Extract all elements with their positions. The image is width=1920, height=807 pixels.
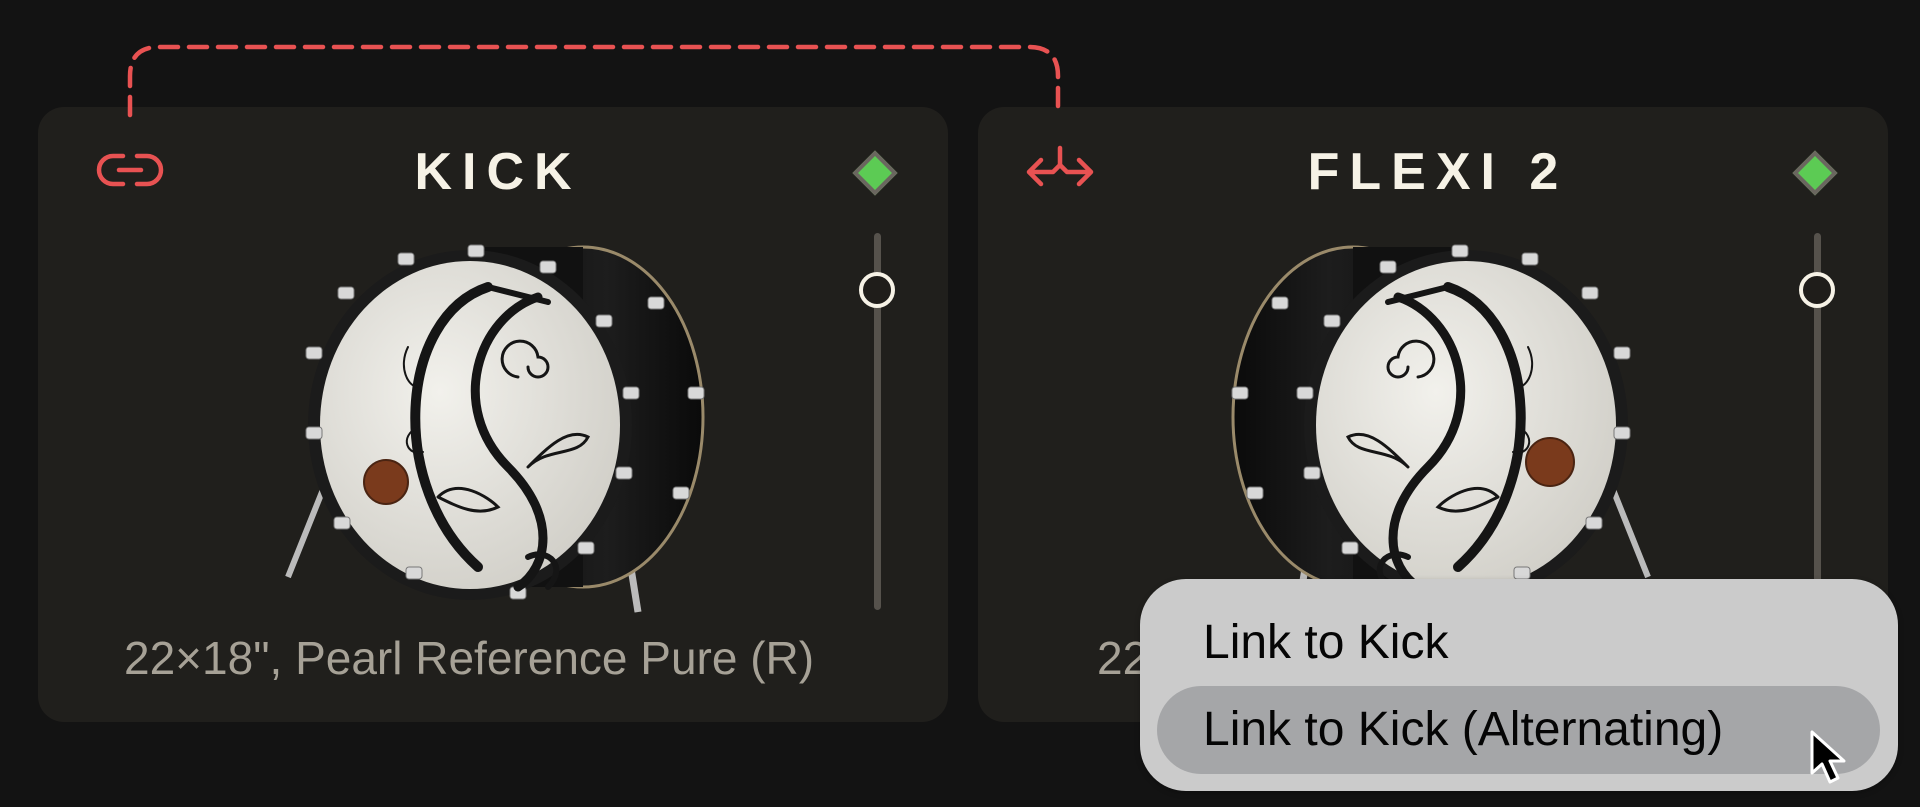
bass-drum-image (1231, 244, 1651, 613)
split-arrows-icon[interactable] (1025, 145, 1095, 193)
volume-slider-track[interactable] (874, 233, 881, 610)
bass-drum-image (285, 244, 705, 613)
menu-item-link-to-kick[interactable]: Link to Kick (1203, 616, 1449, 669)
volume-slider-knob[interactable] (859, 272, 895, 308)
link-context-menu: Link to Kick Link to Kick (Alternating) (1140, 579, 1898, 791)
card-title: KICK (414, 143, 582, 201)
volume-slider-track[interactable] (1814, 233, 1821, 610)
card-title: FLEXI 2 (1307, 143, 1569, 201)
drum-caption: 22×18", Pearl Reference Pure (R) (124, 632, 815, 684)
menu-item-link-to-kick-alternating[interactable]: Link to Kick (Alternating) (1157, 686, 1880, 774)
link-icon[interactable] (93, 152, 167, 188)
kick-instrument-card[interactable]: KICK (38, 107, 948, 722)
drum-caption: 22 (1097, 632, 1149, 684)
volume-slider-knob[interactable] (1799, 272, 1835, 308)
